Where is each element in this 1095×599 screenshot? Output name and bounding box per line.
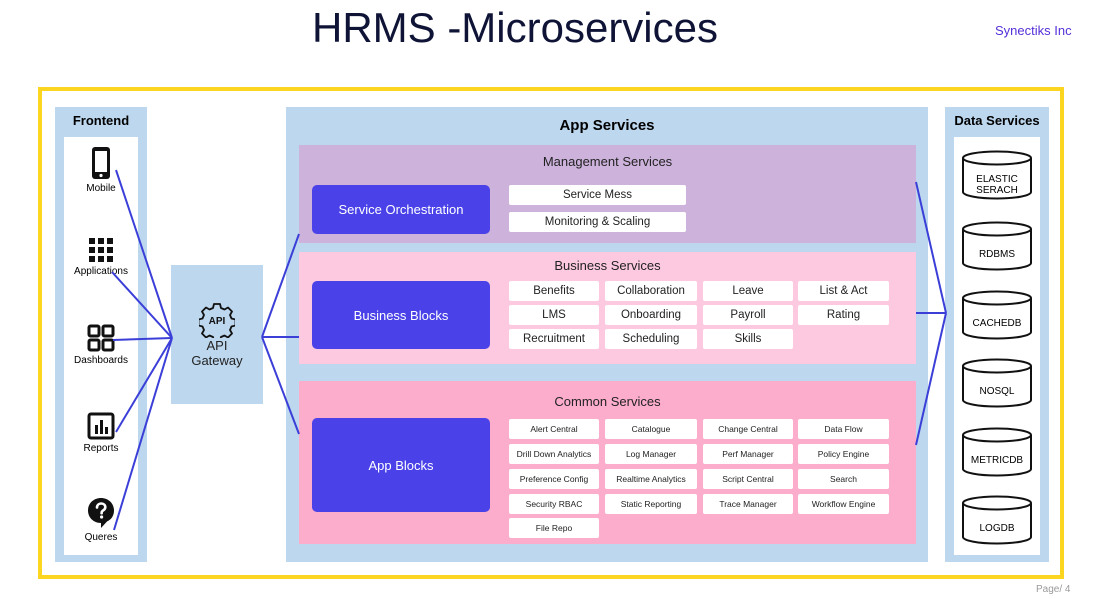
service-chip[interactable]: List & Act [798, 281, 889, 301]
frontend-title: Frontend [72, 113, 130, 128]
service-chip[interactable]: LMS [509, 305, 599, 325]
database-cylinder-icon [962, 150, 1032, 200]
service-chip[interactable]: Catalogue [605, 419, 697, 439]
api-gear-text: API [209, 316, 226, 327]
frontend-item-applications[interactable]: Applications [64, 237, 138, 277]
management-services-title: Management Services [542, 154, 673, 169]
frontend-item-label: Dashboards [74, 355, 128, 366]
service-chip[interactable]: Policy Engine [798, 444, 889, 464]
database-cylinder-icon [962, 358, 1032, 408]
common-services-band: Common Services App Blocks Alert Central… [299, 381, 916, 544]
datastore-label: RDBMS [978, 249, 1016, 260]
frontend-item-dashboards[interactable]: Dashboards [64, 324, 138, 366]
service-chip[interactable]: Perf Manager [703, 444, 793, 464]
database-cylinder-icon [962, 427, 1032, 477]
service-chip[interactable]: Collaboration [605, 281, 697, 301]
service-chip[interactable]: Leave [703, 281, 793, 301]
datastore-label: ELASTIC [976, 174, 1018, 185]
app-services-title: App Services [559, 117, 655, 134]
gateway-label-line1: API [206, 338, 228, 353]
service-chip[interactable]: Preference Config [509, 469, 599, 489]
datastore-label: METRICDB [970, 455, 1024, 466]
database-cylinder-icon [962, 290, 1032, 340]
service-chip[interactable]: Workflow Engine [798, 494, 889, 514]
page-title: HRMS -Microservices [311, 4, 718, 51]
dashboard-icon [87, 324, 115, 352]
service-chip[interactable]: Drill Down Analytics [509, 444, 599, 464]
frontend-item-label: Applications [74, 266, 128, 277]
service-chip[interactable]: Rating [798, 305, 889, 325]
frontend-item-label: Reports [83, 443, 119, 454]
service-chip[interactable]: Static Reporting [605, 494, 697, 514]
page-number: Page/ 4 [1036, 584, 1071, 595]
datastore-cachedb[interactable]: CACHEDB [961, 290, 1033, 340]
database-cylinder-icon [962, 495, 1032, 545]
service-chip[interactable]: Realtime Analytics [605, 469, 697, 489]
datastore-elastic-search[interactable]: ELASTIC SERACH [961, 150, 1033, 200]
mobile-phone-icon [92, 147, 110, 179]
service-chip[interactable]: Recruitment [509, 329, 599, 349]
service-chip[interactable]: Payroll [703, 305, 793, 325]
service-chip[interactable]: Log Manager [605, 444, 697, 464]
service-orchestration-block[interactable]: Service Orchestration [312, 185, 490, 234]
frontend-item-label: Queres [84, 532, 118, 543]
service-chip[interactable]: Trace Manager [703, 494, 793, 514]
api-gear-icon: API [199, 303, 235, 338]
data-services-panel [954, 137, 1040, 555]
gateway-label-line2: Gateway [191, 353, 243, 368]
service-chip[interactable]: Scheduling [605, 329, 697, 349]
service-chip[interactable]: Security RBAC [509, 494, 599, 514]
datastore-logdb[interactable]: LOGDB [961, 495, 1033, 545]
company-name: Synectiks Inc [995, 23, 1072, 38]
management-services-band: Management Services Service Orchestratio… [299, 145, 916, 243]
datastore-label: NOSQL [979, 386, 1015, 397]
service-chip[interactable]: Data Flow [798, 419, 889, 439]
service-chip[interactable]: Script Central [703, 469, 793, 489]
apps-grid-icon [89, 238, 113, 262]
frontend-item-mobile[interactable]: Mobile [64, 146, 138, 194]
service-chip[interactable]: Service Mess [509, 185, 686, 205]
report-chart-icon [87, 412, 115, 440]
api-gateway: API API Gateway [171, 265, 263, 404]
service-chip[interactable]: Skills [703, 329, 793, 349]
common-services-title: Common Services [554, 394, 661, 409]
datastore-nosql[interactable]: NOSQL [961, 358, 1033, 408]
service-chip[interactable]: Alert Central [509, 419, 599, 439]
app-blocks-block[interactable]: App Blocks [312, 418, 490, 512]
service-chip[interactable]: Search [798, 469, 889, 489]
datastore-label: LOGDB [979, 523, 1015, 534]
business-services-band: Business Services Business Blocks Benefi… [299, 252, 916, 364]
service-chip[interactable]: Benefits [509, 281, 599, 301]
business-services-title: Business Services [554, 258, 661, 273]
service-chip[interactable]: Change Central [703, 419, 793, 439]
datastore-label: CACHEDB [972, 318, 1022, 329]
datastore-metricdb[interactable]: METRICDB [961, 427, 1033, 477]
service-chip[interactable]: Onboarding [605, 305, 697, 325]
frontend-item-queries[interactable]: Queres [64, 497, 138, 543]
question-bubble-icon [88, 498, 114, 528]
datastore-rdbms[interactable]: RDBMS [961, 221, 1033, 271]
business-blocks-block[interactable]: Business Blocks [312, 281, 490, 349]
data-services-title: Data Services [954, 113, 1040, 128]
service-chip[interactable]: File Repo [509, 518, 599, 538]
service-chip[interactable]: Monitoring & Scaling [509, 212, 686, 232]
frontend-item-label: Mobile [86, 183, 116, 194]
database-cylinder-icon [962, 221, 1032, 271]
frontend-item-reports[interactable]: Reports [64, 412, 138, 454]
datastore-label: SERACH [976, 185, 1018, 196]
